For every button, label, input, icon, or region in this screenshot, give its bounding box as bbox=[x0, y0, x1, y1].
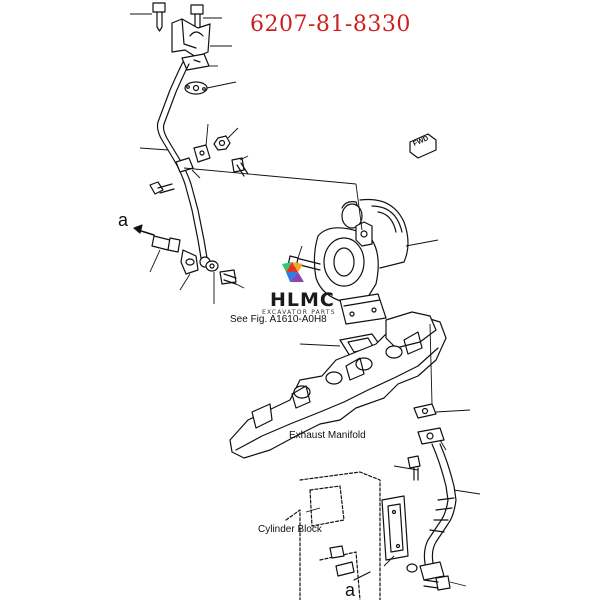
drain-gasket bbox=[413, 403, 437, 419]
bolt-mid-left bbox=[149, 181, 175, 195]
pipe-fittings bbox=[180, 249, 237, 285]
exhaust-manifold-label: Exhaust Manifold bbox=[289, 430, 366, 441]
ref-letter-bottom: a bbox=[345, 580, 356, 600]
return-bolt-upper bbox=[407, 455, 421, 481]
fwd-arrow-box bbox=[409, 133, 437, 159]
return-bolt-lower bbox=[406, 563, 451, 591]
turbocharger bbox=[313, 198, 409, 325]
cylinder-block bbox=[285, 471, 381, 600]
top-gasket bbox=[184, 81, 208, 95]
logo-name: HLMC bbox=[270, 289, 335, 311]
logo-tagline: EXCAVATOR PARTS bbox=[262, 309, 336, 316]
logo-mark bbox=[282, 262, 304, 282]
see-fig-label: See Fig. A1610-A0H8 bbox=[230, 314, 327, 325]
banjo-bolt bbox=[133, 224, 181, 253]
bottom-nut bbox=[329, 545, 355, 577]
part-number: 6207-81-8330 bbox=[250, 12, 411, 37]
ref-letter-top: a bbox=[118, 210, 129, 230]
oil-return-pipe bbox=[417, 427, 457, 581]
clamp-bracket bbox=[171, 18, 211, 71]
bottom-ref-arrow bbox=[353, 571, 371, 581]
exhaust-manifold bbox=[229, 311, 447, 459]
leader-lines bbox=[130, 13, 481, 587]
cylinder-block-label: Cylinder Block bbox=[258, 524, 322, 535]
pipe-clip bbox=[193, 135, 249, 177]
top-bolt-left bbox=[152, 2, 166, 32]
cover-plate bbox=[381, 495, 409, 561]
